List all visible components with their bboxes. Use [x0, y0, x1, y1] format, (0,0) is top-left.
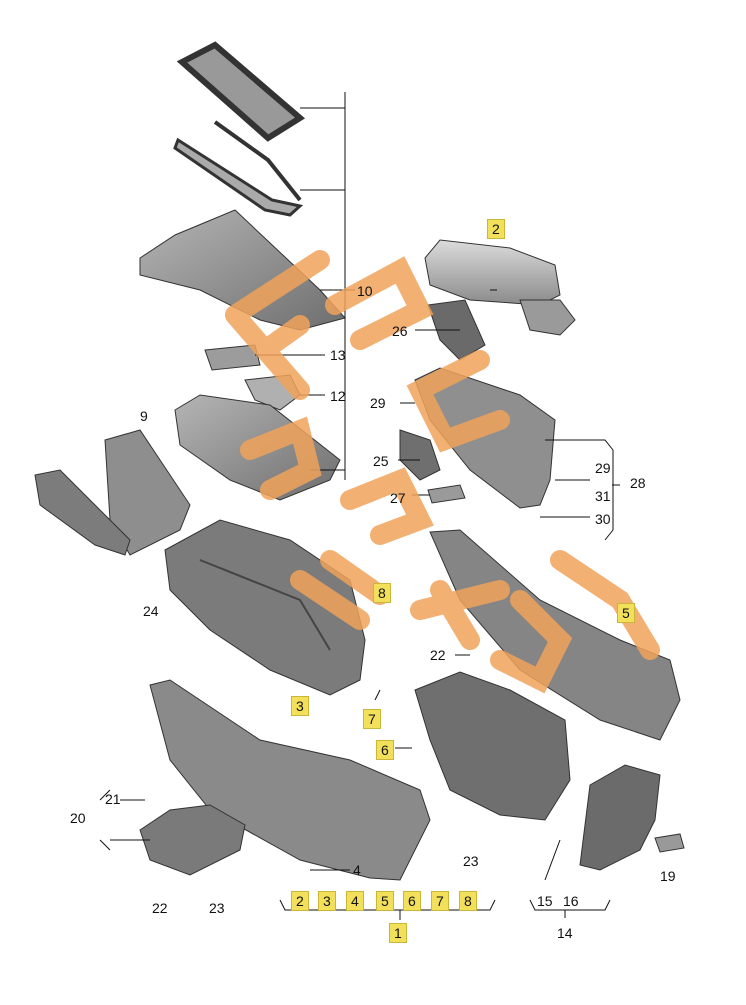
side-panel-9: [34, 429, 191, 556]
callout-1[interactable]: 1: [389, 923, 407, 943]
callout-4-bottom[interactable]: 4: [346, 891, 364, 911]
part-13-shape: [204, 344, 261, 371]
callout-3-left[interactable]: 3: [291, 696, 309, 716]
callout-7-bottom[interactable]: 7: [431, 891, 449, 911]
rear-cover-14: [579, 764, 685, 871]
callout-12[interactable]: 12: [330, 388, 346, 404]
callout-30[interactable]: 30: [595, 511, 611, 527]
callout-29-right[interactable]: 29: [595, 460, 611, 476]
callout-22-bottom[interactable]: 22: [152, 900, 168, 916]
callout-25[interactable]: 25: [373, 453, 389, 469]
trim-frame-part: [173, 41, 306, 217]
callout-19[interactable]: 19: [660, 868, 676, 884]
callout-10[interactable]: 10: [357, 283, 373, 299]
callout-22-top[interactable]: 22: [430, 647, 446, 663]
callout-2-top[interactable]: 2: [487, 219, 505, 239]
callout-6-mid[interactable]: 6: [376, 740, 394, 760]
callout-23-bottom[interactable]: 23: [209, 900, 225, 916]
callout-3-bottom[interactable]: 3: [318, 891, 336, 911]
callout-29-left[interactable]: 29: [370, 395, 386, 411]
callout-20[interactable]: 20: [70, 810, 86, 826]
storage-box-part: [399, 367, 556, 509]
callout-26[interactable]: 26: [392, 323, 408, 339]
callout-16[interactable]: 16: [563, 893, 579, 909]
callout-4-mid[interactable]: 4: [353, 862, 361, 878]
callout-8-bottom[interactable]: 8: [459, 891, 477, 911]
callout-31[interactable]: 31: [595, 488, 611, 504]
callout-14[interactable]: 14: [557, 925, 573, 941]
callout-15[interactable]: 15: [537, 893, 553, 909]
lower-side-panel-4: [149, 679, 431, 881]
callout-9[interactable]: 9: [140, 408, 148, 424]
callout-8-mid[interactable]: 8: [373, 583, 391, 603]
part-19-shape: [654, 833, 685, 853]
callout-23-mid[interactable]: 23: [463, 853, 479, 869]
callout-27[interactable]: 27: [390, 490, 406, 506]
watermark-logo: [225, 250, 660, 694]
callout-5-bottom[interactable]: 5: [376, 891, 394, 911]
callout-7-mid[interactable]: 7: [363, 709, 381, 729]
callout-5-right[interactable]: 5: [617, 603, 635, 623]
bracket-20: [139, 804, 246, 876]
center-bracket-part: [414, 671, 571, 821]
callout-24[interactable]: 24: [143, 603, 159, 619]
part-27-shape: [427, 484, 466, 504]
callout-28[interactable]: 28: [630, 475, 646, 491]
callout-6-bottom[interactable]: 6: [403, 891, 421, 911]
callout-2-bottom[interactable]: 2: [291, 891, 309, 911]
callout-21[interactable]: 21: [105, 791, 121, 807]
callout-13[interactable]: 13: [330, 347, 346, 363]
part-25-shape: [399, 429, 441, 481]
armrest-lid-part-2: [424, 239, 576, 361]
bracket-frame-3: [164, 519, 366, 696]
